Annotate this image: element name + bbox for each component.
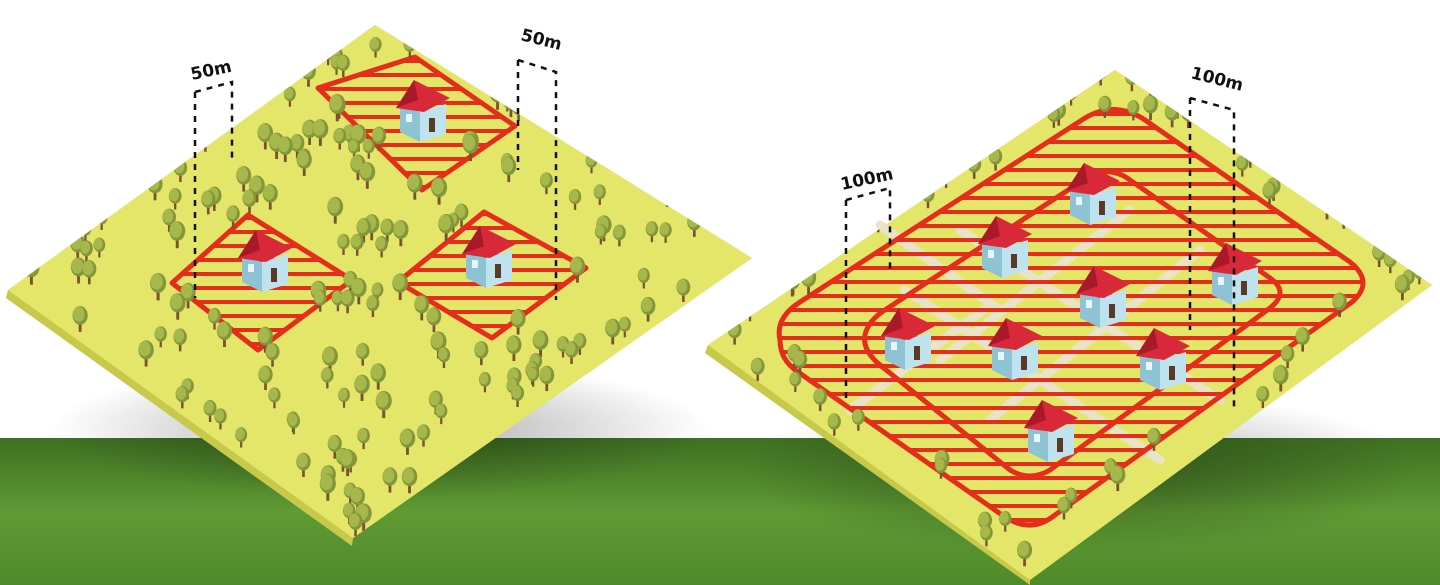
right-label-b: 100m xyxy=(1189,63,1245,95)
left-label-a: 50m xyxy=(189,57,234,85)
right-label-a: 100m xyxy=(839,164,895,195)
left-label-b: 50m xyxy=(519,25,564,54)
